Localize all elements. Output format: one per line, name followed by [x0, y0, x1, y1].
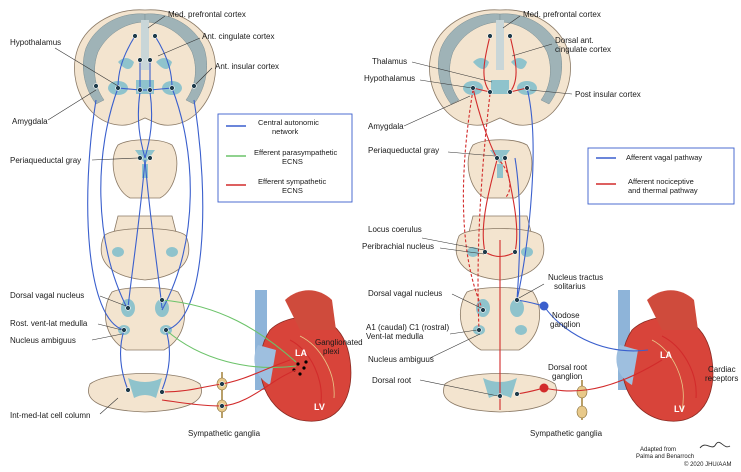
right-label-nodose-1: Nodose: [552, 311, 580, 320]
left-medulla: [105, 287, 185, 351]
right-label-locus-coerulus: Locus coerulus: [368, 225, 422, 234]
right-midbrain: [467, 139, 533, 199]
right-nociceptive-paths: [462, 35, 663, 410]
left-label-nucleus-ambiguus: Nucleus ambiguus: [10, 336, 76, 345]
right-lv-label: LV: [674, 404, 685, 414]
left-legend-central-1: Central autonomic: [258, 118, 319, 127]
left-label-amygdala: Amygdala: [12, 117, 48, 126]
right-label-nucleus-ambiguus: Nucleus ambiguus: [368, 355, 434, 364]
right-label-peribrachial: Peribrachial nucleus: [362, 242, 434, 251]
left-spinal-cord: [88, 373, 202, 413]
right-label-cardiac-1: Cardiac: [708, 365, 736, 374]
left-lv-label: LV: [314, 402, 325, 412]
right-panel: LA LV: [362, 9, 738, 438]
right-label-nodose-2: ganglion: [550, 320, 580, 329]
credit-copyright: © 2020 JHU/AAM: [684, 461, 731, 468]
left-heart: LA LV: [254, 290, 352, 422]
left-la-label: LA: [295, 348, 307, 358]
right-label-drg-1: Dorsal root: [548, 363, 588, 372]
right-label-nts-2: solitarius: [554, 282, 586, 291]
left-nodes: [93, 33, 225, 409]
left-label-symp-ganglia: Sympathetic ganglia: [188, 429, 261, 438]
left-label-hypothalamus: Hypothalamus: [10, 38, 61, 47]
right-label-cardiac-2: receptors: [705, 374, 738, 383]
left-parasympathetic-paths: [161, 299, 297, 369]
signature-mark: [699, 441, 731, 449]
right-label-dorsal-ant-2: cingulate cortex: [555, 45, 611, 54]
left-label-plexi: plexi: [323, 347, 340, 356]
right-vagal-paths: [514, 87, 649, 352]
right-label-dorsal-root: Dorsal root: [372, 376, 412, 385]
right-legend-vagal: Afferent vagal pathway: [626, 153, 702, 162]
right-label-amygdala: Amygdala: [368, 122, 404, 131]
left-label-med-prefrontal: Med. prefrontal cortex: [168, 10, 246, 19]
right-labels: Med. prefrontal cortex Thalamus Dorsal a…: [362, 10, 738, 438]
left-labels: Med. prefrontal cortex Hypothalamus Ant.…: [10, 10, 363, 438]
credit-adapted-2: Palma and Benarroch: [636, 454, 694, 460]
right-ganglia: [539, 301, 588, 420]
left-label-rost-vent-lat: Rost. vent-lat medulla: [10, 319, 88, 328]
credits: Adapted from Palma and Benarroch © 2020 …: [636, 441, 731, 468]
left-label-ant-cingulate: Ant. cingulate cortex: [202, 32, 274, 41]
left-brain: [74, 9, 216, 126]
right-la-label: LA: [660, 350, 672, 360]
left-label-int-med-lat: Int-med-lat cell column: [10, 411, 90, 420]
right-brain: [429, 9, 571, 126]
left-midbrain: [112, 139, 178, 199]
left-central-network-paths: [87, 35, 204, 391]
left-legend-para-2: ECNS: [282, 157, 303, 166]
right-legend-noci-1: Afferent nociceptive: [628, 177, 694, 186]
right-label-nts-1: Nucleus tractus: [548, 273, 603, 282]
left-sympathetic-paths: [161, 359, 297, 407]
right-label-periaqueductal: Periaqueductal gray: [368, 146, 439, 155]
right-label-med-prefrontal: Med. prefrontal cortex: [523, 10, 601, 19]
right-label-symp-ganglia: Sympathetic ganglia: [530, 429, 603, 438]
left-panel: LA LV: [10, 9, 363, 438]
right-label-drg-2: ganglion: [552, 372, 582, 381]
credit-adapted-1: Adapted from: [640, 447, 676, 453]
left-legend-symp-1: Efferent sympathetic: [258, 177, 326, 186]
left-sympathetic-ganglia: [216, 372, 228, 418]
right-label-thalamus: Thalamus: [372, 57, 407, 66]
right-label-dorsal-vagal: Dorsal vagal nucleus: [368, 289, 442, 298]
left-pons: [100, 215, 190, 281]
right-label-dorsal-ant-1: Dorsal ant.: [555, 36, 594, 45]
left-label-periaqueductal: Periaqueductal gray: [10, 156, 81, 165]
left-label-ganglionated: Ganglionated: [315, 338, 363, 347]
right-label-a1c1-2: Vent-lat medulla: [366, 332, 424, 341]
right-label-a1c1-1: A1 (caudal) C1 (rostral): [366, 323, 449, 332]
right-label-hypothalamus: Hypothalamus: [364, 74, 415, 83]
right-heart: LA LV: [616, 290, 714, 422]
right-label-post-insular: Post insular cortex: [575, 90, 641, 99]
left-label-dorsal-vagal: Dorsal vagal nucleus: [10, 291, 84, 300]
left-legend-para-1: Efferent parasympathetic: [254, 148, 337, 157]
right-nodes: [470, 33, 530, 399]
right-legend: Afferent vagal pathway Afferent nocicept…: [587, 147, 735, 205]
left-legend-symp-2: ECNS: [282, 186, 303, 195]
left-legend-central-2: network: [272, 127, 299, 136]
right-legend-noci-2: and thermal pathway: [628, 186, 698, 195]
left-legend: Central autonomic network Efferent paras…: [217, 113, 353, 203]
left-label-ant-insular: Ant. insular cortex: [215, 62, 279, 71]
